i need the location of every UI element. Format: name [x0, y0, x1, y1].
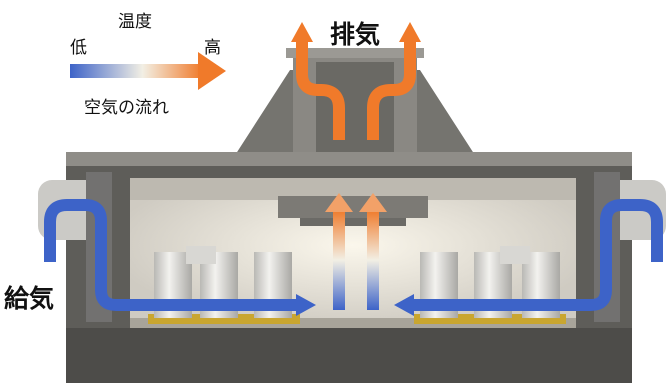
exhaust-arrowhead-right	[399, 22, 421, 42]
legend-gradient-bar	[70, 64, 202, 78]
supply-arrowhead-left	[296, 294, 316, 316]
exhaust-flow-left	[296, 40, 345, 140]
cask-base	[414, 314, 566, 324]
exhaust-label: 排気	[330, 20, 381, 49]
roof-slab	[66, 152, 632, 166]
center-beam-lower	[300, 218, 406, 226]
rising-airflow	[325, 193, 387, 310]
cask	[186, 246, 216, 264]
cask-group-right	[414, 246, 566, 324]
rising-flow-right	[367, 210, 379, 310]
rising-arrowhead-right	[359, 193, 387, 212]
supply-airflow	[44, 199, 663, 316]
rising-flow-left	[333, 210, 345, 310]
legend-arrowhead	[198, 52, 226, 90]
rising-arrowhead-left	[325, 193, 353, 212]
exhaust-flow-right	[367, 40, 416, 140]
legend-title: 温度	[118, 12, 152, 32]
cask-group-left	[148, 246, 300, 324]
supply-flow-right	[412, 199, 663, 311]
ceiling-panel	[130, 178, 576, 200]
chimney-cap	[286, 48, 424, 58]
temperature-legend-arrow	[70, 52, 226, 90]
legend-high-label: 高	[204, 38, 221, 58]
exhaust-airflow	[291, 22, 421, 140]
supply-label: 給気	[4, 284, 55, 313]
cask	[500, 246, 530, 264]
legend-caption: 空気の流れ	[84, 98, 169, 118]
supply-arrowhead-right	[394, 294, 414, 316]
exhaust-arrowhead-left	[291, 22, 313, 42]
base-slab	[66, 328, 632, 383]
cask-base	[148, 314, 300, 324]
supply-flow-left	[44, 199, 298, 311]
center-beam	[278, 196, 428, 218]
legend-low-label: 低	[70, 38, 87, 58]
